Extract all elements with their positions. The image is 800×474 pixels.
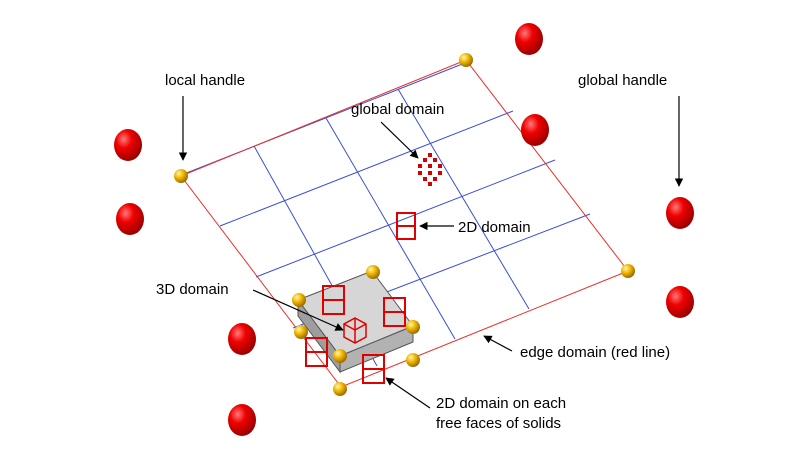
label-faces-line2: free faces of solids — [436, 415, 561, 432]
arrow-3d-domain — [252, 289, 344, 331]
domain-3d-icon — [343, 317, 367, 344]
face-domain-box — [305, 337, 328, 367]
label-global-domain: global domain — [351, 101, 444, 118]
global-handle-sphere — [114, 129, 142, 161]
local-handle-sphere — [459, 53, 473, 67]
local-handle-sphere — [406, 353, 420, 367]
local-handle-sphere — [292, 293, 306, 307]
domain-2d-icon — [396, 212, 416, 240]
global-handle-sphere — [666, 197, 694, 229]
label-3d-domain: 3D domain — [156, 281, 229, 298]
annotation-arrows — [178, 96, 684, 409]
local-handle-sphere — [333, 382, 347, 396]
local-handle-sphere — [174, 169, 188, 183]
local-handles — [174, 53, 635, 396]
global-domain-icon — [418, 153, 442, 186]
label-edge-domain: edge domain (red line) — [520, 344, 670, 361]
face-domain-box — [383, 297, 406, 327]
global-handle-sphere — [116, 203, 144, 235]
local-handle-sphere — [333, 349, 347, 363]
labels: local handle global handle global domain… — [156, 72, 670, 432]
local-handle-sphere — [621, 264, 635, 278]
global-handle-sphere — [228, 323, 256, 355]
face-domain-box — [362, 354, 385, 384]
arrow-edge-domain — [483, 335, 513, 352]
face-domain-box — [322, 285, 345, 315]
face-domain-boxes — [305, 285, 406, 384]
label-2d-domain: 2D domain — [458, 219, 531, 236]
label-global-handle: global handle — [578, 72, 667, 89]
arrow-global-domain — [380, 121, 419, 159]
global-handle-sphere — [228, 404, 256, 436]
global-handles — [114, 23, 694, 436]
local-handle-sphere — [294, 325, 308, 339]
label-faces-line1: 2D domain on each — [436, 395, 566, 412]
global-handle-sphere — [521, 114, 549, 146]
local-handle-sphere — [366, 265, 380, 279]
arrow-faces-domain — [385, 377, 431, 409]
global-handle-sphere — [666, 286, 694, 318]
global-handle-sphere — [515, 23, 543, 55]
label-local-handle: local handle — [165, 72, 245, 89]
local-handle-sphere — [406, 320, 420, 334]
